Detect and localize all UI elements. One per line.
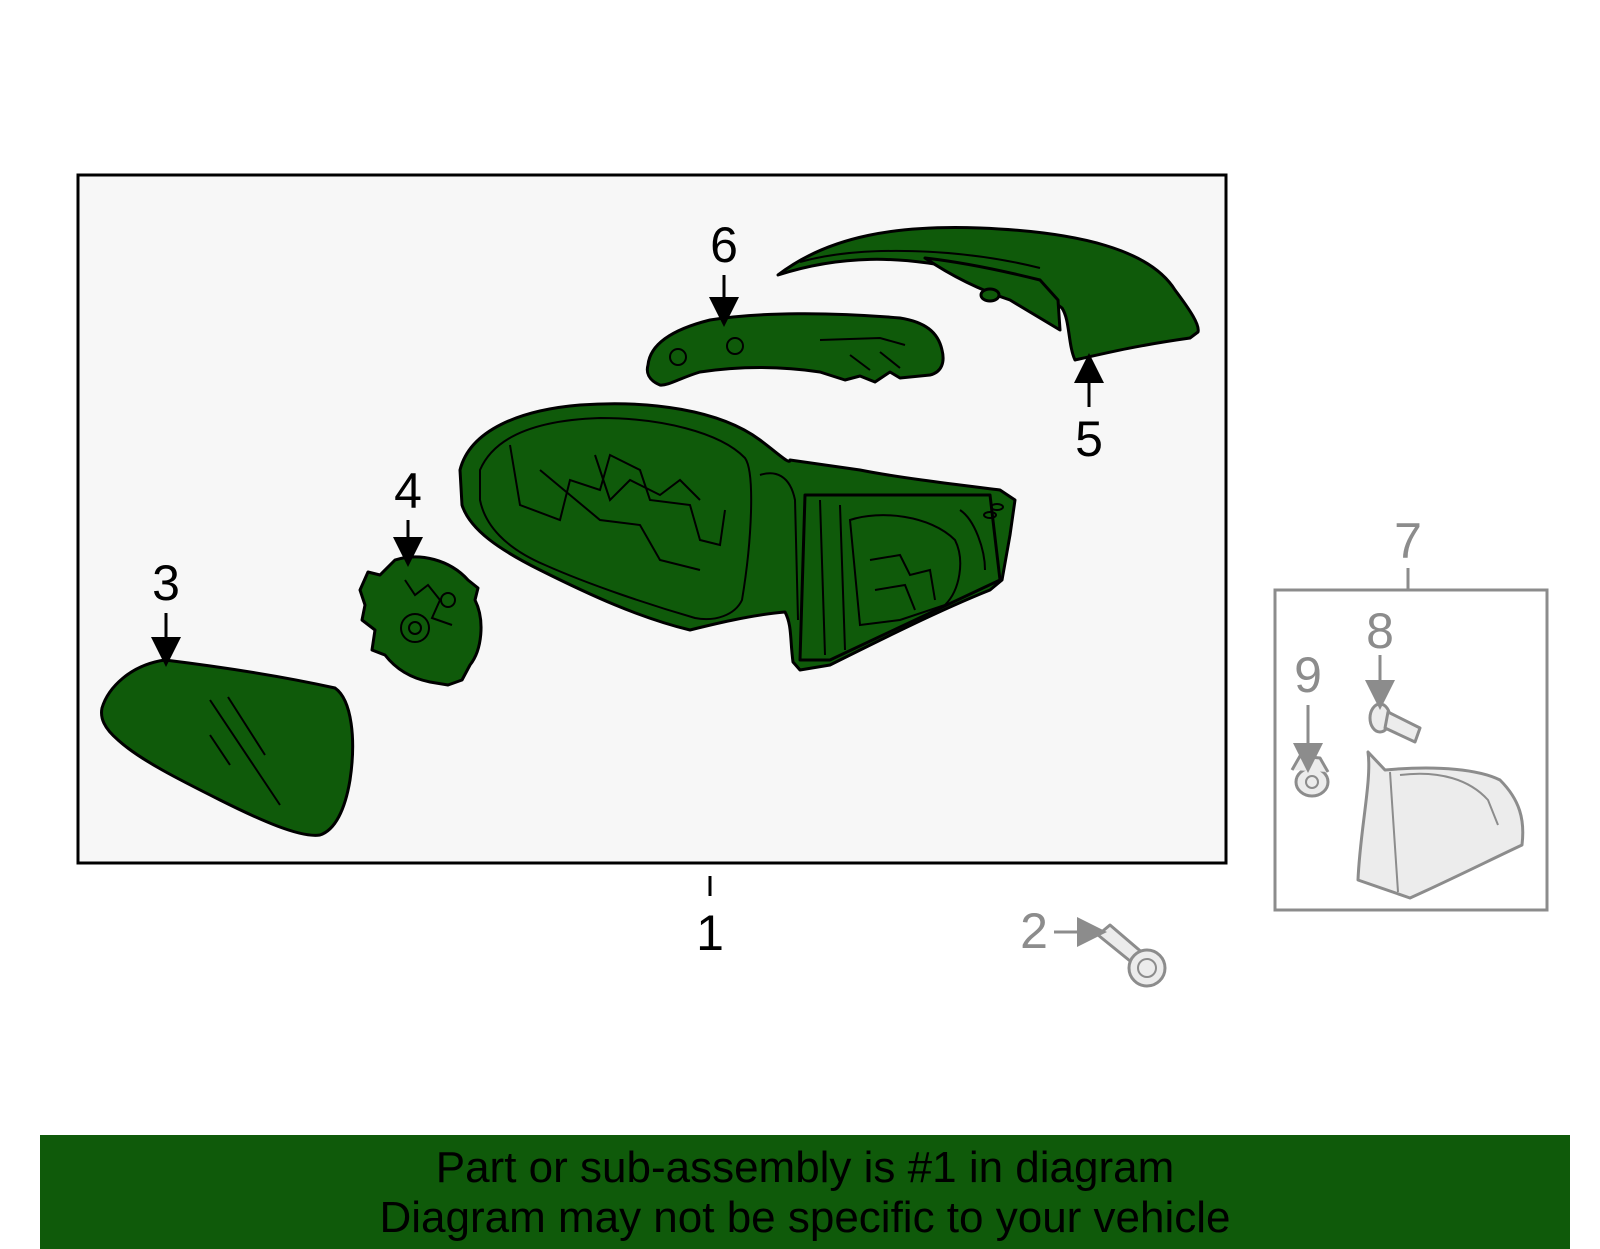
callout-8: 8 [1366,603,1394,659]
callout-1: 1 [696,905,724,961]
part-5-mirror-cover[interactable] [776,226,1200,362]
callout-6: 6 [710,217,738,273]
info-banner: Part or sub-assembly is #1 in diagram Di… [40,1135,1570,1249]
callout-5: 5 [1075,411,1103,467]
part-3-mirror-glass[interactable] [100,658,355,837]
part-8-screw[interactable] [1368,702,1422,744]
part-4-mirror-actuator[interactable] [358,555,483,687]
callout-2: 2 [1020,903,1048,959]
callout-9: 9 [1294,647,1322,703]
part-2-bolt[interactable] [1096,923,1167,988]
callout-3: 3 [152,555,180,611]
callout-4: 4 [394,463,422,519]
part-7-cover[interactable] [1356,750,1525,900]
banner-line-2: Diagram may not be specific to your vehi… [379,1193,1231,1242]
part-1-mirror-housing[interactable] [458,402,1017,672]
part-9-clip[interactable] [1290,754,1330,798]
callout-7: 7 [1394,513,1422,569]
banner-line-1: Part or sub-assembly is #1 in diagram [435,1143,1175,1192]
